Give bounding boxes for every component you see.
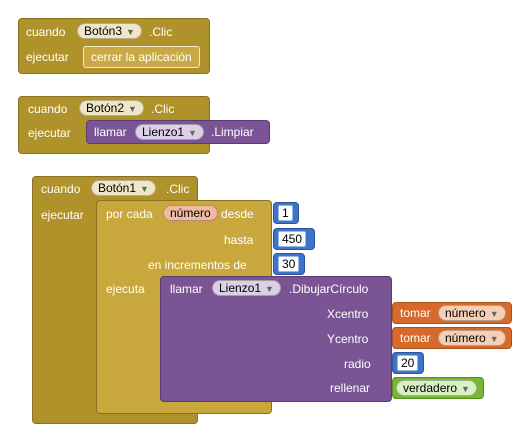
boolean-dropdown[interactable]: verdadero▼ bbox=[396, 380, 477, 396]
get-label: tomar bbox=[400, 306, 431, 320]
number-block-radius[interactable]: 20 bbox=[392, 352, 424, 374]
logic-true-block[interactable]: verdadero▼ bbox=[392, 377, 484, 399]
radio-label: radio bbox=[344, 357, 371, 371]
event-block-boton3-click[interactable]: cuando Botón3▼ .Clic ejecutar cerrar la … bbox=[18, 18, 210, 74]
do-label: ejecutar bbox=[26, 50, 69, 64]
when-label: cuando bbox=[41, 182, 81, 196]
variable-name: número bbox=[445, 306, 486, 320]
dropdown-arrow-icon[interactable]: ▼ bbox=[126, 27, 135, 37]
dropdown-arrow-icon[interactable]: ▼ bbox=[188, 128, 197, 138]
do-label: ejecutar bbox=[28, 126, 71, 140]
to-label: hasta bbox=[224, 233, 254, 247]
when-label: cuando bbox=[26, 25, 66, 39]
component-name: Botón2 bbox=[86, 101, 125, 115]
get-variable-block-xcentro[interactable]: tomar número▼ bbox=[392, 302, 512, 324]
get-label: tomar bbox=[400, 331, 431, 345]
do-label: ejecutar bbox=[41, 208, 84, 222]
component-name: Botón1 bbox=[98, 181, 137, 195]
radius-value[interactable]: 20 bbox=[397, 355, 419, 371]
component-dropdown[interactable]: Botón3▼ bbox=[77, 23, 142, 39]
number-block-from[interactable]: 1 bbox=[273, 202, 299, 224]
xcentro-label: Xcentro bbox=[327, 307, 369, 321]
from-label: desde bbox=[221, 207, 254, 221]
step-value[interactable]: 30 bbox=[278, 256, 300, 272]
canvas-name: Lienzo1 bbox=[142, 125, 185, 139]
dropdown-arrow-icon[interactable]: ▼ bbox=[140, 184, 149, 194]
number-block-step[interactable]: 30 bbox=[273, 253, 305, 275]
component-name: Botón3 bbox=[84, 24, 123, 38]
to-value[interactable]: 450 bbox=[278, 231, 307, 247]
loop-variable-text: número bbox=[170, 206, 211, 220]
get-variable-block-ycentro[interactable]: tomar número▼ bbox=[392, 327, 512, 349]
variable-dropdown[interactable]: número▼ bbox=[438, 330, 506, 346]
step-label: en incrementos de bbox=[148, 258, 247, 272]
number-block-to[interactable]: 450 bbox=[273, 228, 315, 250]
call-label: llamar bbox=[170, 282, 203, 296]
close-application-block[interactable]: cerrar la aplicación bbox=[83, 46, 200, 68]
event-name: .Clic bbox=[151, 102, 175, 116]
canvas-component-dropdown[interactable]: Lienzo1▼ bbox=[212, 280, 281, 296]
method-name: .DibujarCírculo bbox=[289, 282, 369, 296]
dropdown-arrow-icon[interactable]: ▼ bbox=[489, 334, 499, 344]
event-name: .Clic bbox=[166, 182, 190, 196]
dropdown-arrow-icon[interactable]: ▼ bbox=[265, 284, 274, 294]
loop-variable-name[interactable]: número bbox=[163, 205, 218, 221]
component-dropdown[interactable]: Botón1▼ bbox=[91, 180, 156, 196]
loop-do-label: ejecuta bbox=[106, 282, 145, 296]
when-label: cuando bbox=[28, 102, 68, 116]
for-each-label: por cada bbox=[106, 207, 153, 221]
canvas-component-dropdown[interactable]: Lienzo1▼ bbox=[135, 124, 204, 140]
dropdown-arrow-icon[interactable]: ▼ bbox=[128, 104, 137, 114]
variable-name: número bbox=[445, 331, 486, 345]
call-canvas-clear-block[interactable]: llamar Lienzo1▼ .Limpiar bbox=[86, 120, 270, 144]
rellenar-label: rellenar bbox=[330, 381, 371, 395]
ycentro-label: Ycentro bbox=[327, 332, 369, 346]
call-label: llamar bbox=[94, 125, 127, 139]
boolean-value: verdadero bbox=[403, 381, 458, 395]
canvas-name: Lienzo1 bbox=[219, 281, 262, 295]
component-dropdown[interactable]: Botón2▼ bbox=[79, 100, 144, 116]
call-canvas-draw-circle-block[interactable]: llamar Lienzo1▼ .DibujarCírculo Xcentro … bbox=[160, 276, 392, 402]
variable-dropdown[interactable]: número▼ bbox=[438, 305, 506, 321]
dropdown-arrow-icon[interactable]: ▼ bbox=[489, 309, 499, 319]
method-name: .Limpiar bbox=[211, 125, 254, 139]
from-value[interactable]: 1 bbox=[278, 205, 293, 221]
event-name: .Clic bbox=[149, 25, 173, 39]
dropdown-arrow-icon[interactable]: ▼ bbox=[461, 384, 470, 394]
